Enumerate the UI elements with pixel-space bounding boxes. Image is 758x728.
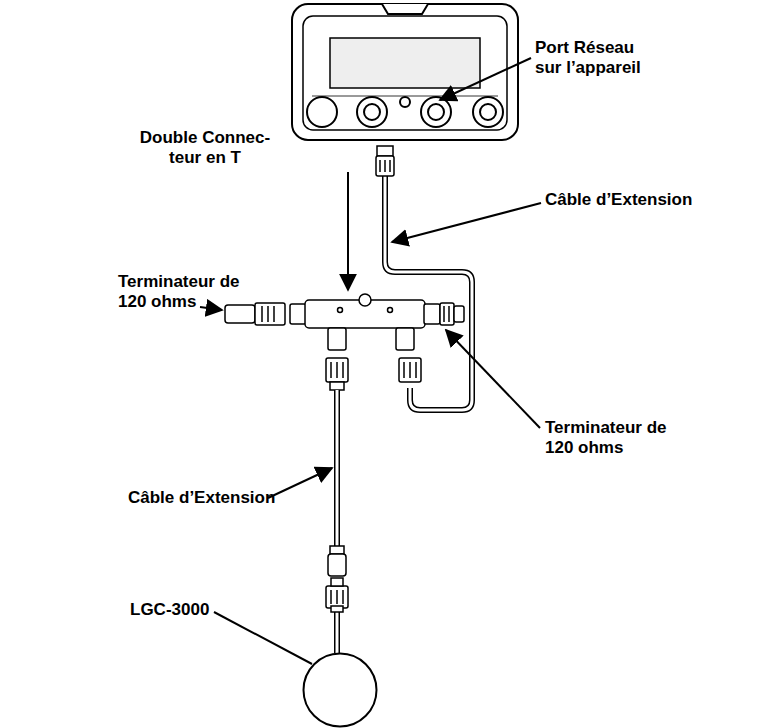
terminator-callout: Terminateur de 120 ohms bbox=[545, 418, 677, 457]
cable-callout: Câble d’Extension bbox=[128, 488, 275, 508]
cable-callout: Câble d’Extension bbox=[545, 190, 692, 210]
display-unit bbox=[292, 4, 518, 140]
sensor-outline bbox=[304, 654, 377, 727]
cable-coupling bbox=[326, 546, 348, 612]
circle-outline bbox=[302, 652, 378, 728]
device-name: LGC-3000 bbox=[130, 600, 209, 620]
leader-arrows bbox=[200, 58, 541, 664]
sensor-circle: LGC-3000 bbox=[302, 652, 378, 728]
terminator-callout: Terminateur de 120 ohms bbox=[118, 272, 250, 311]
double-t-connector bbox=[290, 294, 440, 350]
cable-plug bbox=[376, 146, 394, 176]
cable-plug bbox=[326, 358, 421, 390]
terminator bbox=[440, 303, 464, 325]
extension-cable bbox=[385, 176, 472, 410]
extension-cable bbox=[337, 390, 338, 653]
terminator bbox=[225, 303, 285, 325]
connector-callout: Double Connec- teur en T bbox=[130, 128, 280, 167]
port-callout: Port Réseau sur l’appareil bbox=[535, 38, 663, 77]
